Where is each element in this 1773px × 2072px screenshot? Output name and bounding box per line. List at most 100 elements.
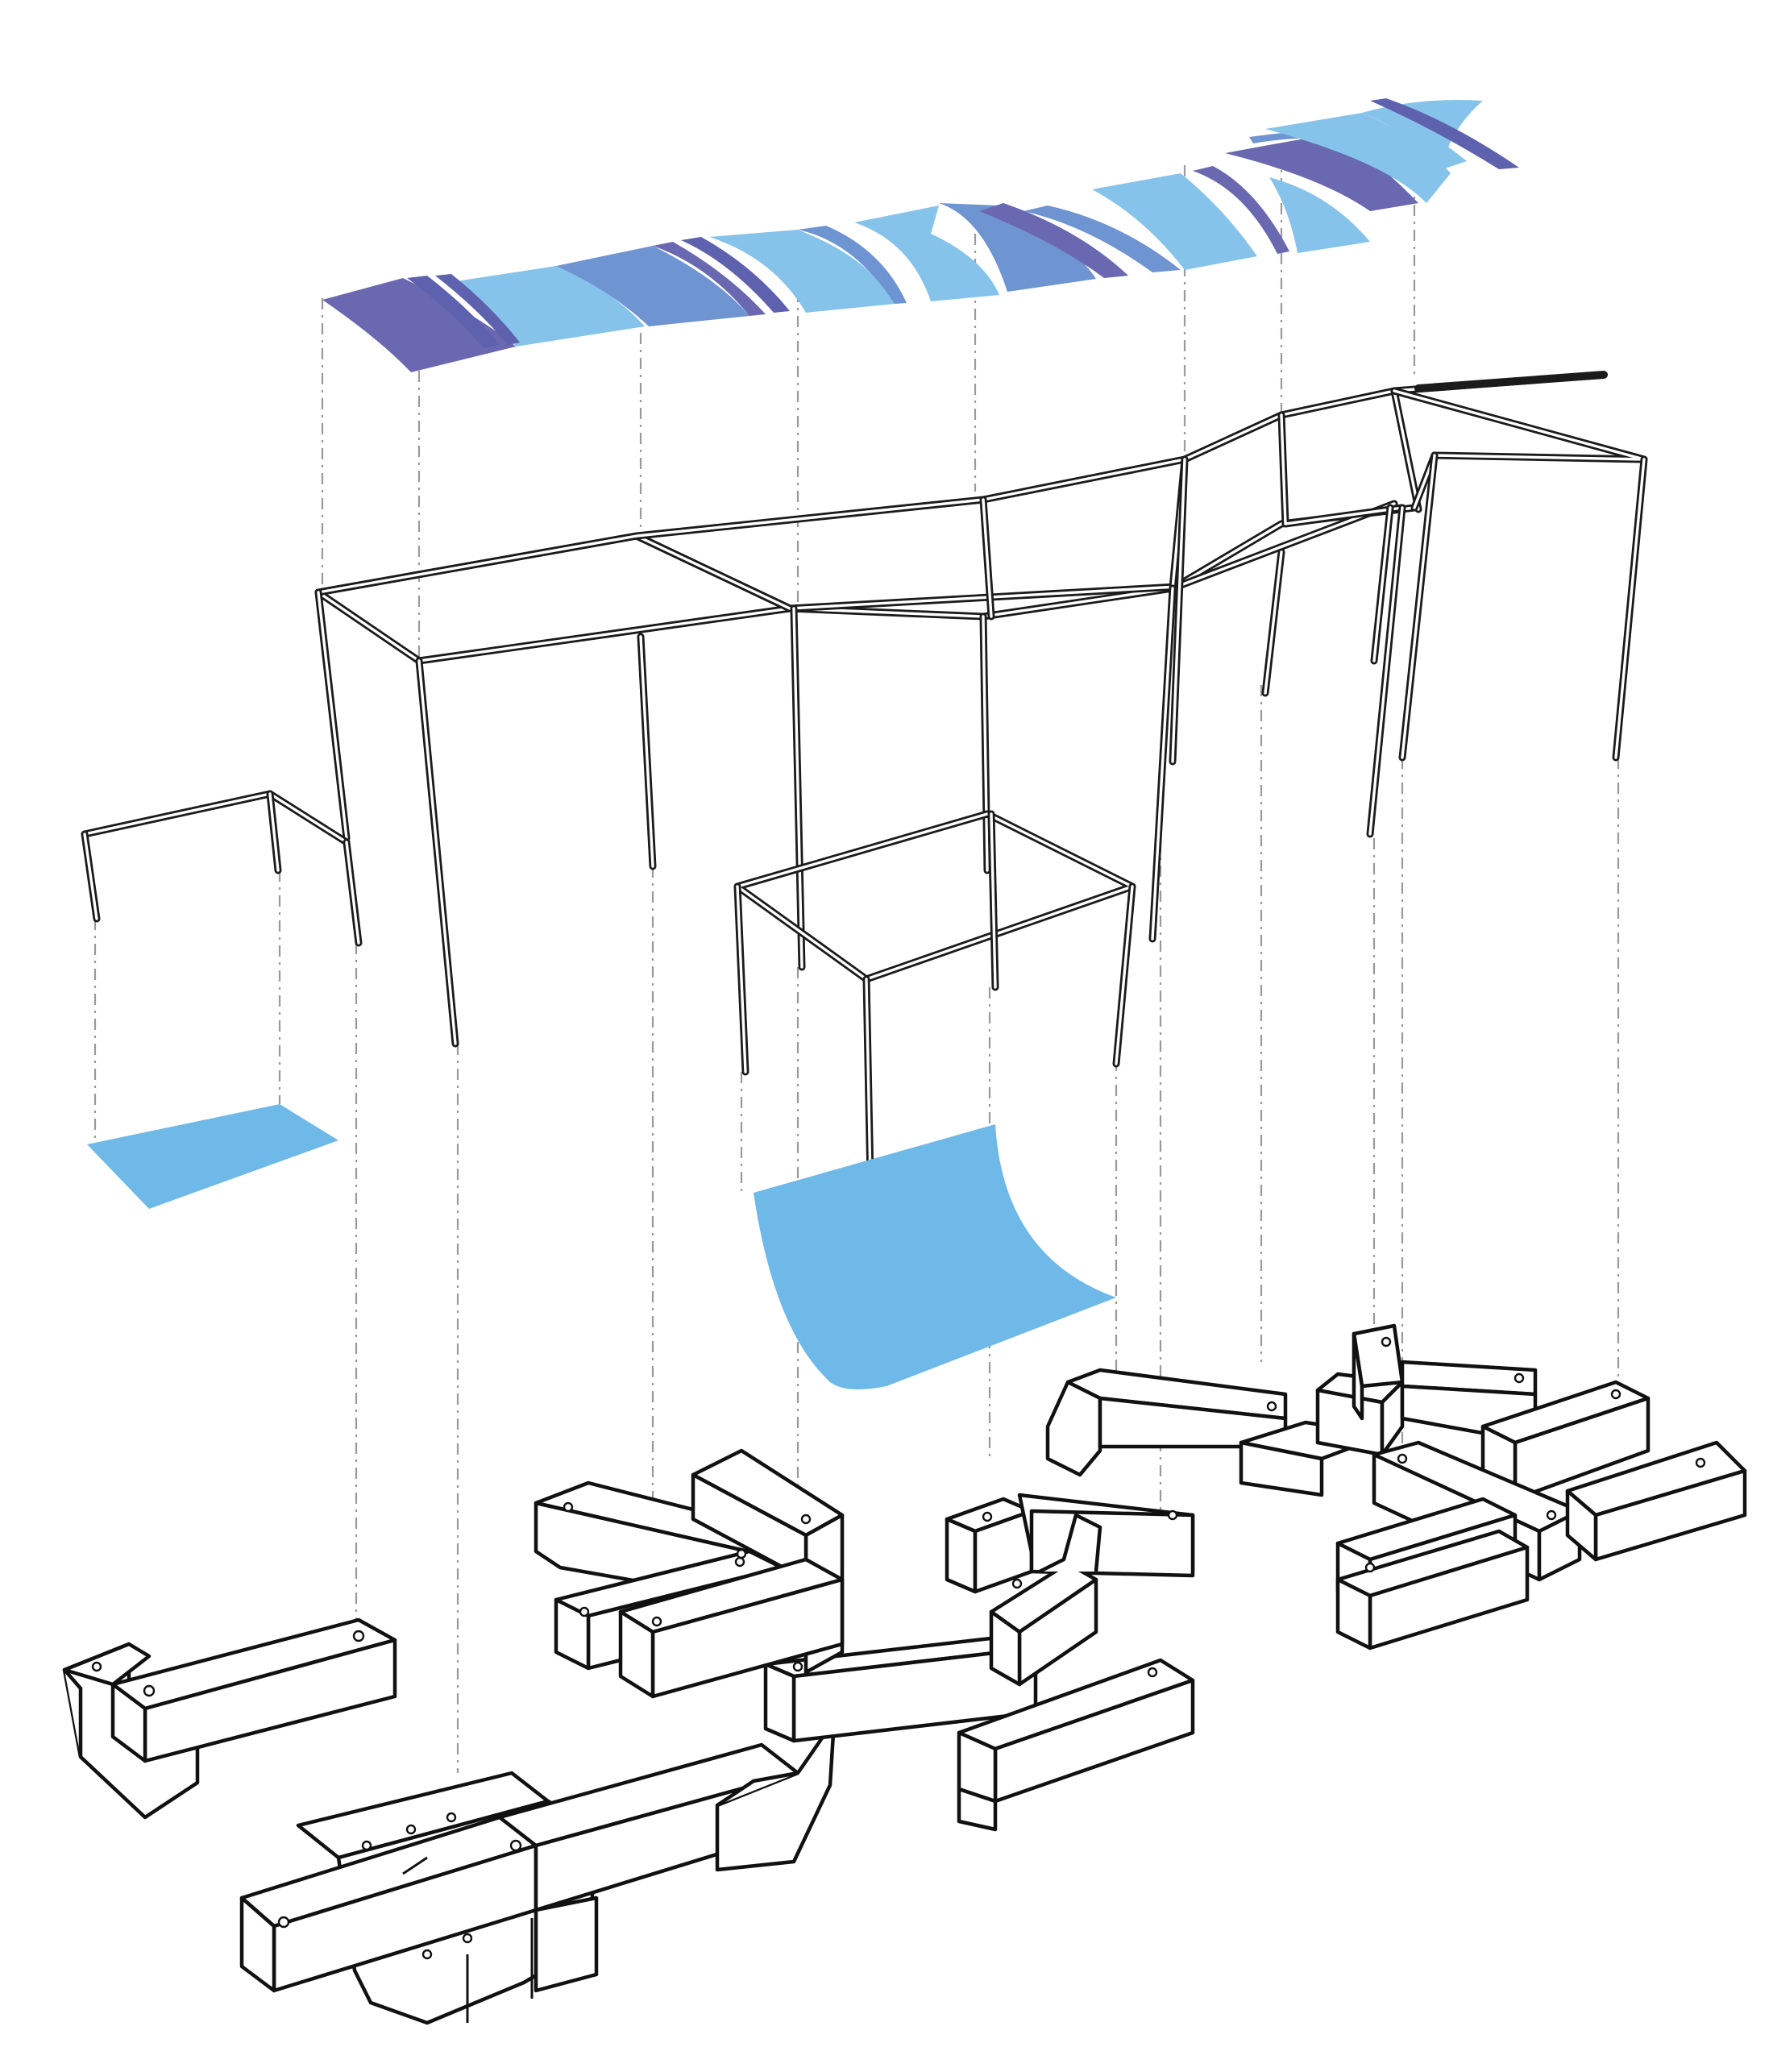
frame-rod [792,607,803,969]
peg-hole [800,1514,812,1525]
block-face [110,1682,147,1763]
block-face [554,1597,591,1671]
frame-rod [345,841,360,945]
peg-hole [405,1824,417,1835]
alignment-guides [93,105,1620,1773]
frame-rod [1368,506,1404,836]
peg-hole [1364,1562,1376,1573]
block-face [534,1896,599,1993]
canopy-stripe-dark [1370,98,1519,169]
block-face [63,1668,83,1757]
peg-hole [446,1812,457,1823]
peg-hole [462,1933,473,1944]
canopy-stripe-dark [979,203,1128,278]
frame-rod [83,792,348,844]
peg-hole [91,1661,102,1672]
frame-rod [1151,587,1174,940]
peg-hole [1381,1336,1392,1347]
frame-rod [417,659,457,1045]
frame-rod [1614,458,1646,759]
block-face [763,1662,796,1743]
canopy-segment-dark [1225,133,1418,211]
block-face [989,1609,1022,1687]
block-group [239,1718,837,2025]
block-face [402,1856,428,1875]
peg-hole [1167,1509,1178,1521]
frame-rod [865,978,872,1182]
peg-hole [1695,1457,1706,1468]
block-group [1045,1323,1651,1501]
canopy-stripe-mid [798,226,907,304]
frame-rod [317,498,985,594]
peg-hole [579,1606,590,1617]
peg-hole [1513,1372,1525,1384]
block-face [945,1517,978,1594]
canopy-segment-light [709,230,895,313]
canopy-stripe-dark [1193,166,1289,254]
block-face [239,1896,276,1993]
block-group [534,1448,845,1699]
peg-hole [982,1511,993,1522]
block-group [1335,1440,1747,1651]
frame-rod [314,588,794,665]
peg-hole [1397,1453,1408,1464]
frame-rod [1115,885,1134,1065]
block-face [957,1787,998,1832]
block-face [62,1642,152,1687]
canopy-stripe-dark [435,274,520,345]
frame-rod [83,833,98,920]
block-face [1038,1513,1102,1574]
frame-rod [1372,506,1392,662]
frame-rod [982,615,989,872]
canopy-stripe-dark [653,242,766,316]
frame-rod [1277,411,1406,528]
peg-hole [736,1548,747,1559]
canopy-segment-light [1269,177,1370,253]
steel-frame [81,371,1648,1185]
frame-rod [1171,458,1186,763]
block-face [1239,1440,1324,1497]
block-face [716,1771,799,1807]
left-frame [81,790,363,947]
peg-hole [509,1839,522,1852]
frame-rod [990,812,997,989]
floor-panel-curved [754,1124,1116,1389]
frame-rod [268,792,280,872]
shape [1414,371,1608,392]
canopy-stripe-dark [681,237,790,313]
frame-rod [1393,389,1420,511]
block-group [945,1493,1195,1687]
block-face [1565,1489,1598,1562]
frame-rod [635,502,1396,610]
canopy-segment-light [1374,117,1467,169]
canopy-fabric [322,98,1519,372]
frame-rod [1393,389,1646,509]
main-frame [314,371,1648,1048]
frame-rod [1280,413,1404,525]
frame-rod [1401,454,1436,759]
floor-panels [87,1104,1116,1389]
block-face [1380,1380,1405,1457]
block-group [62,1617,397,1820]
peg-hole [1266,1401,1277,1412]
canopy-segment-light [451,266,645,347]
peg-hole [277,1916,290,1929]
peg-hole [1147,1667,1158,1678]
peg-hole [352,1630,365,1642]
peg-hole [361,1840,372,1851]
peg-hole [792,1661,803,1672]
canopy-stripe-mid [1024,206,1181,272]
block-face [1352,1331,1364,1421]
peg-hole [1610,1389,1621,1400]
floor-panel-left [87,1104,338,1209]
block-face [1045,1380,1102,1477]
frame-rod [1264,550,1283,695]
frame-rod [982,498,993,618]
peg-hole [734,1556,745,1567]
peg-hole [143,1684,156,1697]
peg-hole [563,1501,574,1513]
block-face [1335,1577,1372,1651]
frame-rod [317,591,791,662]
frame-rod [982,373,1605,501]
